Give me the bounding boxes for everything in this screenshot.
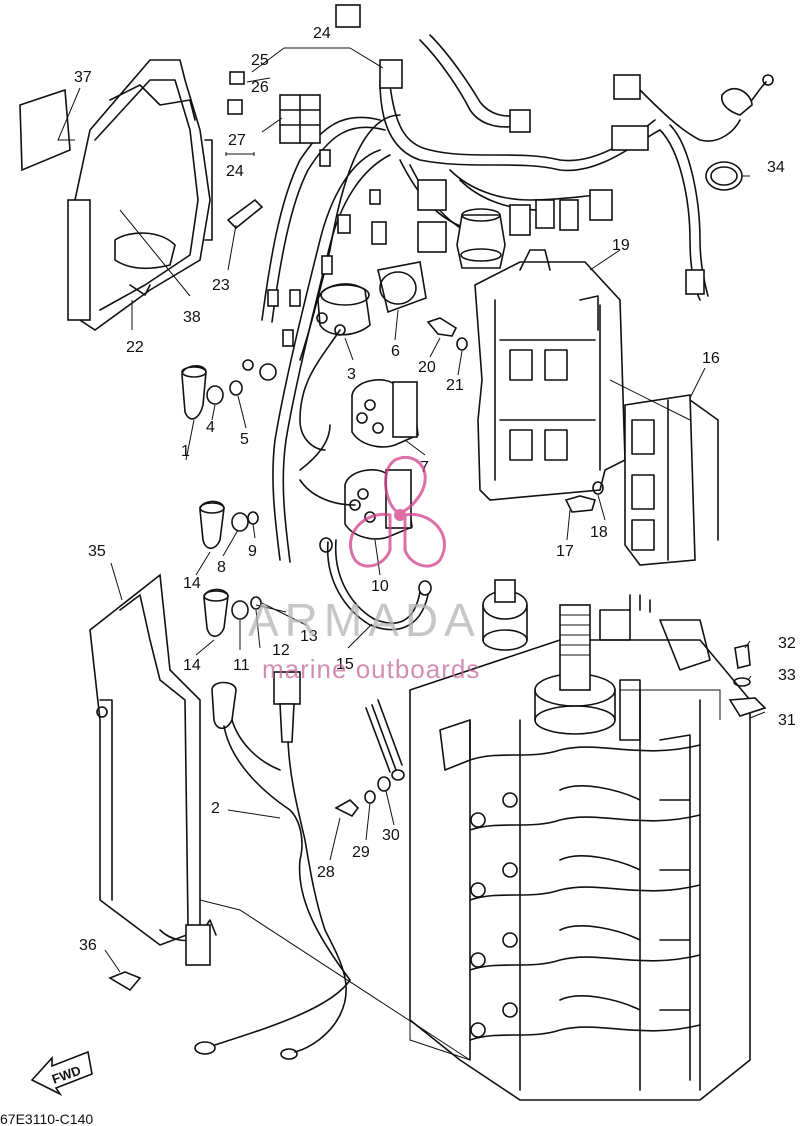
- part-label-6: 6: [391, 343, 400, 360]
- part-label-5: 5: [240, 431, 249, 448]
- part-label-3: 3: [347, 366, 356, 383]
- part-label-34: 34: [767, 159, 785, 176]
- part-label-16: 16: [702, 350, 720, 367]
- part-label-14b: 14: [183, 657, 201, 674]
- part-label-36: 36: [79, 937, 97, 954]
- part-label-24a: 24: [313, 25, 331, 42]
- part-label-17: 17: [556, 543, 574, 560]
- watermark-tagline: marine outboards: [262, 654, 480, 684]
- leader-lines: [57, 47, 766, 1061]
- part-label-27: 27: [228, 132, 246, 149]
- part-label-9: 9: [248, 543, 257, 560]
- holder-6: [377, 261, 427, 314]
- engine-ref-line: [620, 689, 721, 720]
- part-label-11: 11: [233, 657, 250, 674]
- group-bracket: [225, 152, 255, 156]
- cable-2: [194, 671, 351, 1060]
- part-label-13: 13: [300, 628, 318, 645]
- fwd-arrow: FWD: [30, 1050, 93, 1097]
- terminal-caps: [181, 365, 229, 638]
- part-label-14a: 14: [183, 575, 201, 592]
- bracket-19: [474, 249, 626, 501]
- clip-23: [226, 198, 264, 230]
- cover-35: [89, 573, 217, 966]
- engine-block: [409, 579, 751, 1101]
- watermark-brand: ARMADA: [248, 594, 481, 646]
- part-label-33: 33: [778, 667, 796, 684]
- part-labels: 1 2 3 4 5 6 7 8 9 10 11 12 13 14 14 15 1…: [74, 25, 796, 954]
- part-label-1: 1: [181, 443, 190, 460]
- part-label-21: 21: [446, 377, 464, 394]
- watermark-logo: [348, 456, 447, 568]
- part-label-2: 2: [211, 800, 220, 817]
- part-label-31: 31: [778, 712, 796, 729]
- diagram-code: 67E3110-C140: [0, 1111, 93, 1126]
- part-label-10: 10: [371, 578, 389, 595]
- part-label-4: 4: [206, 419, 215, 436]
- part-label-8: 8: [217, 559, 226, 576]
- relay-3: [299, 283, 371, 451]
- part-label-32: 32: [778, 635, 796, 652]
- part-label-37: 37: [74, 69, 92, 86]
- cable-15: [319, 537, 432, 631]
- part-label-20: 20: [418, 359, 436, 376]
- part-label-28: 28: [317, 864, 335, 881]
- watermark: ARMADA marine outboards: [248, 456, 481, 684]
- rectifier-7: [351, 379, 419, 448]
- part-label-23: 23: [212, 277, 230, 294]
- part-label-25: 25: [251, 52, 269, 69]
- ground-strap: [365, 699, 405, 781]
- bracket-16: [609, 379, 719, 566]
- clamp-34: [705, 161, 743, 191]
- fasteners: [108, 317, 767, 992]
- part-label-30: 30: [382, 827, 400, 844]
- part-label-18: 18: [590, 524, 608, 541]
- part-label-15: 15: [336, 656, 354, 673]
- electrical-cover-assembly: [19, 59, 213, 331]
- part-label-35: 35: [88, 543, 106, 560]
- part-label-12: 12: [272, 642, 290, 659]
- part-label-19: 19: [612, 237, 630, 254]
- engine-outline-line: [409, 720, 471, 1061]
- part-label-7: 7: [420, 459, 429, 476]
- part-label-38: 38: [183, 309, 201, 326]
- wire-harness: [227, 4, 774, 563]
- part-label-26: 26: [251, 79, 269, 96]
- part-label-22: 22: [126, 339, 144, 356]
- part-label-24b: 24: [226, 163, 244, 180]
- part-label-29: 29: [352, 844, 370, 861]
